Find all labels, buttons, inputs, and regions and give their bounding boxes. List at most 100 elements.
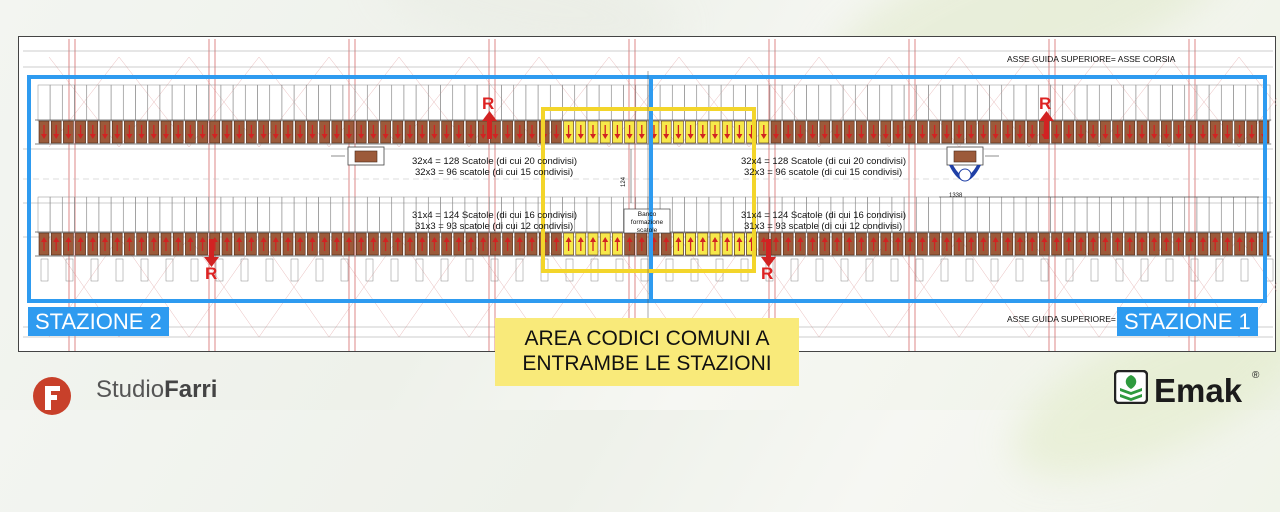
direction-arrowhead — [1248, 134, 1255, 139]
rack-leg — [840, 258, 849, 282]
direction-arrowhead — [614, 237, 621, 242]
rack-bay — [1221, 196, 1234, 234]
bench-box — [623, 208, 671, 234]
direction-arrowhead — [968, 134, 975, 139]
direction-arrowhead — [333, 237, 340, 242]
direction-arrowhead — [724, 134, 731, 139]
direction-arrowhead — [1065, 134, 1072, 139]
rack-leg — [1090, 258, 1099, 282]
direction-arrowhead — [77, 237, 84, 242]
direction-arrowhead — [736, 134, 743, 139]
rack-bay — [62, 84, 75, 122]
rack-bay — [281, 196, 295, 234]
direction-arrowhead — [577, 237, 584, 242]
direction-arrowhead — [907, 237, 914, 242]
direction-arrowhead — [65, 237, 72, 242]
rack-bay — [1099, 84, 1112, 122]
direction-arrowhead — [687, 237, 694, 242]
rack-bay — [1147, 196, 1161, 234]
shared-area-label: AREA CODICI COMUNI A ENTRAMBE LE STAZION… — [495, 318, 799, 386]
rack-bay — [403, 84, 417, 122]
direction-arrowhead — [138, 134, 145, 139]
direction-arrowhead — [663, 134, 670, 139]
operator-figure — [949, 165, 981, 181]
direction-arrowhead — [943, 237, 950, 242]
direction-arrowhead — [663, 237, 670, 242]
rack-leg — [1215, 258, 1224, 282]
rack-leg — [65, 258, 74, 282]
direction-arrowhead — [943, 134, 950, 139]
rack-leg — [290, 258, 299, 282]
direction-arrowhead — [455, 134, 462, 139]
direction-arrowhead — [773, 237, 779, 242]
direction-arrowhead — [821, 134, 828, 139]
direction-arrowhead — [102, 237, 108, 242]
rack-bay — [562, 84, 575, 122]
rack-bay — [696, 84, 710, 122]
rack-bay — [281, 84, 295, 122]
rack-bay — [367, 196, 380, 234]
rack-leg — [90, 258, 99, 282]
rack-bay — [184, 196, 197, 234]
direction-arrowhead — [602, 237, 609, 242]
direction-arrowhead — [968, 237, 975, 242]
emak-leaf-icon — [1114, 370, 1148, 404]
rack-bay — [1074, 84, 1088, 122]
rack-bay — [1111, 84, 1124, 122]
rack-bay — [1172, 196, 1185, 234]
rack-bay — [379, 196, 392, 234]
rack-bay — [952, 84, 966, 122]
direction-arrowhead — [870, 134, 877, 139]
direction-arrowhead — [236, 237, 243, 242]
rack-leg — [240, 258, 249, 282]
rack-leg — [115, 258, 124, 282]
direction-arrowhead — [1187, 134, 1194, 139]
direction-arrowhead — [736, 237, 743, 242]
direction-arrowhead — [1004, 237, 1011, 242]
direction-arrowhead — [382, 134, 389, 139]
direction-arrowhead — [419, 134, 426, 139]
rack-leg — [365, 258, 374, 282]
rack-bay — [391, 196, 405, 234]
cart-right-box — [953, 150, 977, 163]
direction-arrowhead — [297, 134, 304, 139]
dimension-vertical: 124 — [621, 176, 628, 188]
direction-arrowhead — [858, 134, 865, 139]
rack-bay — [598, 84, 612, 122]
direction-arrowhead — [529, 134, 535, 139]
rack-bay — [928, 196, 941, 234]
direction-arrowhead — [773, 134, 779, 139]
direction-arrowhead — [150, 134, 157, 139]
rack-bay — [330, 84, 344, 122]
direction-arrowhead — [577, 134, 584, 139]
rack-marker-bottom-right: R — [761, 264, 774, 283]
direction-arrowhead — [846, 237, 853, 242]
direction-arrowhead — [1004, 134, 1011, 139]
direction-arrowhead — [138, 237, 145, 242]
direction-arrowhead — [797, 237, 804, 242]
direction-arrowhead — [882, 237, 889, 242]
rack-bay — [1074, 196, 1088, 234]
rack-leg — [1190, 258, 1199, 282]
direction-arrowhead — [285, 134, 291, 139]
rack-bay — [1123, 196, 1137, 234]
rack-bay — [574, 84, 588, 122]
rack-bay — [818, 84, 832, 122]
rack-bay — [659, 84, 673, 122]
rack-bay — [123, 84, 136, 122]
calc-bottom-right-line1: 31x4 = 124 Scatole (di cui 16 condivisi) — [741, 210, 907, 221]
operator-head — [958, 168, 972, 182]
rack-bay — [696, 196, 710, 234]
calc-bottom-left-line1: 31x4 = 124 Scatole (di cui 16 condivisi) — [412, 210, 578, 221]
direction-arrowhead — [370, 134, 377, 139]
direction-arrowhead — [675, 237, 682, 242]
direction-arrowhead — [1017, 237, 1023, 242]
direction-arrowhead — [1200, 237, 1206, 242]
rack-bay — [415, 84, 429, 122]
rack-leg — [140, 258, 149, 282]
direction-arrowhead — [516, 134, 523, 139]
rack-bay — [293, 196, 307, 234]
rack-leg — [790, 258, 799, 282]
rack-leg — [940, 258, 949, 282]
rack-leg — [415, 258, 424, 282]
